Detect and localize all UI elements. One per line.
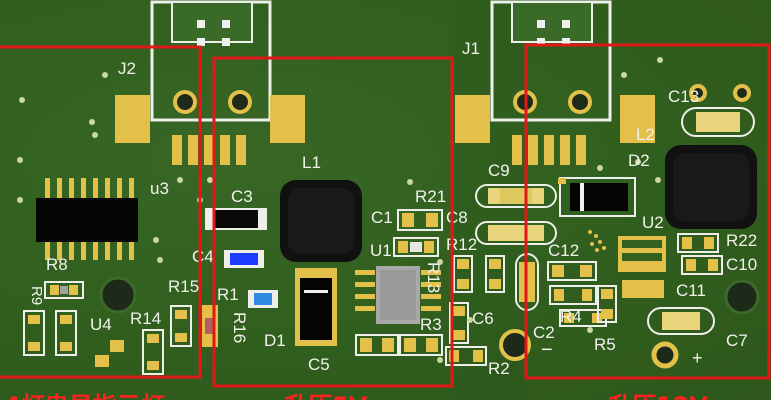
highlight-box-middle — [212, 56, 454, 388]
ic-u3 — [36, 178, 138, 260]
ic-u1 — [355, 266, 441, 324]
highlight-box-right — [524, 43, 771, 380]
label-l2: L2 — [636, 125, 655, 144]
label-r22: R22 — [726, 231, 757, 250]
capacitor-c3 — [205, 208, 267, 230]
label-r5: R5 — [594, 335, 616, 354]
label-l1: L1 — [302, 153, 321, 172]
resistor-r1 — [248, 290, 278, 308]
label-r1: R1 — [217, 285, 239, 304]
label-c3: C3 — [231, 187, 253, 206]
label-u4: U4 — [90, 315, 112, 334]
inductor-l1 — [280, 180, 362, 262]
label-d2: D2 — [628, 151, 650, 170]
label-r12: R12 — [446, 235, 477, 254]
label-c13: C13 — [668, 87, 699, 106]
highlight-boxes — [0, 43, 771, 388]
label-j2: J2 — [118, 59, 136, 78]
label-r15: R15 — [168, 277, 199, 296]
label-c2: C2 — [533, 323, 555, 342]
label-c6: C6 — [472, 309, 494, 328]
label-c12: C12 — [548, 241, 579, 260]
label-c9: C9 — [488, 161, 510, 180]
diode-d1 — [295, 268, 337, 346]
diode-d2 — [559, 177, 636, 217]
label-c8: C8 — [446, 208, 468, 227]
label-r4: R4 — [560, 307, 582, 326]
smd-components — [23, 84, 755, 375]
label-r21: R21 — [415, 187, 446, 206]
label-u2: U2 — [642, 213, 664, 232]
ic-u2 — [618, 236, 666, 298]
usb-connector-j2 — [115, 0, 305, 165]
label-c4: C4 — [192, 247, 214, 266]
led-c4 — [224, 250, 264, 268]
label-r16: R16 — [230, 312, 249, 343]
label-r14: R14 — [130, 309, 161, 328]
caption-left: 4灯串显指示灯 — [4, 392, 165, 400]
label-r8: R8 — [46, 255, 68, 274]
highlight-box-left — [0, 45, 202, 379]
mounting-hole-right — [724, 279, 760, 315]
mounting-hole-left — [99, 276, 137, 314]
label-c11: C11 — [676, 281, 706, 300]
usb-connector-j1 — [455, 0, 655, 165]
vias — [17, 57, 663, 363]
label-r2: R2 — [488, 359, 510, 378]
label-d1: D1 — [264, 331, 286, 350]
caption-right: 升压12V — [608, 392, 708, 400]
label-plus: + — [692, 348, 703, 368]
label-c5: C5 — [308, 355, 330, 374]
caption-middle: 升压5V — [284, 392, 368, 400]
label-c7: C7 — [726, 331, 748, 350]
label-c10: C10 — [726, 255, 757, 274]
label-u3: u3 — [150, 179, 169, 198]
label-r3: R3 — [420, 315, 442, 334]
label-j1: J1 — [462, 39, 480, 58]
label-r9: R9 — [28, 286, 45, 305]
label-minus: − — [541, 339, 553, 361]
inductor-l2 — [665, 145, 757, 229]
label-r13: R13 — [424, 262, 443, 293]
label-u1: U1 — [370, 241, 392, 260]
label-c1: C1 — [371, 208, 393, 227]
